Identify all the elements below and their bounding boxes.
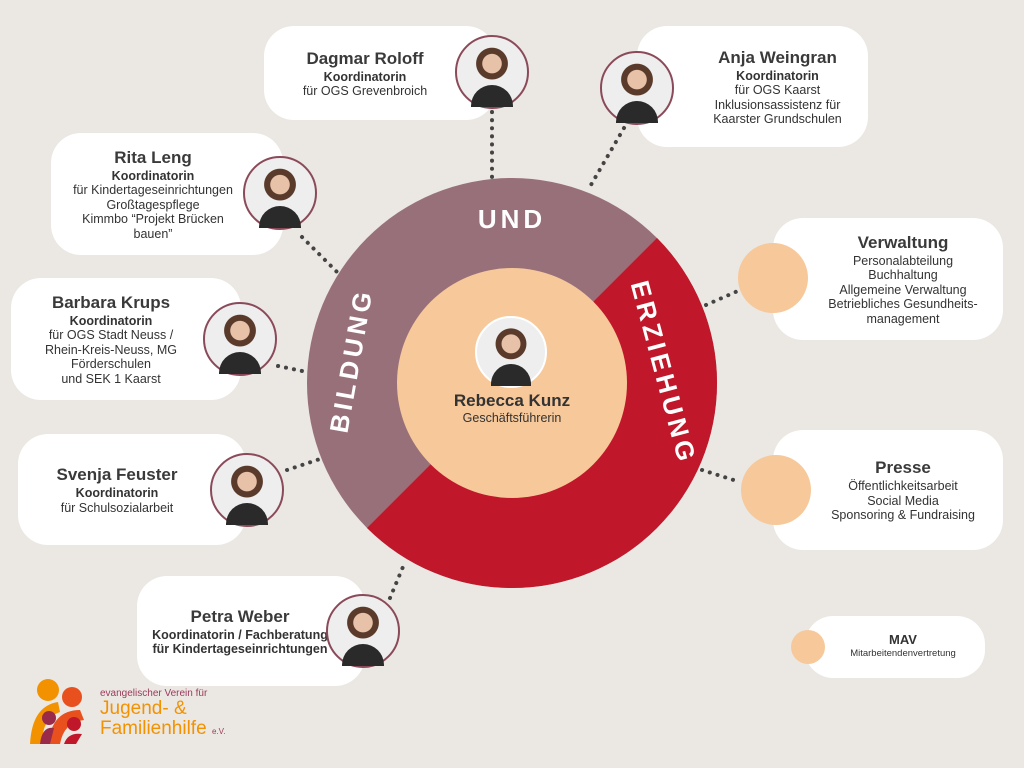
person-desc: Kimmbo “Projekt Brücken	[82, 212, 224, 227]
person-name: Barbara Krups	[51, 292, 171, 312]
person-desc: für OGS Stadt Neuss /	[48, 328, 174, 343]
person-desc: für OGS Grevenbroich	[302, 84, 428, 98]
person-role: Koordinatorin / Fachberatung für Kindert…	[152, 627, 328, 657]
person-name: Dagmar Roloff	[306, 48, 424, 68]
logo-text-line3: Familienhilfe	[100, 718, 207, 739]
person-desc: Großtagespflege	[106, 197, 200, 212]
dept-dot-presse	[741, 455, 811, 525]
dept-desc: Social Media	[867, 493, 939, 508]
family-logo-icon	[30, 679, 84, 744]
person-desc: Förderschulen	[71, 357, 151, 372]
person-role: Koordinatorin	[736, 68, 819, 83]
person-card-anja-weingran: Anja Weingran Koordinatorin für OGS Kaar…	[637, 26, 868, 147]
person-card-svenja-feuster: Svenja Feuster Koordinatorin für Schulso…	[18, 434, 246, 545]
dept-desc: Buchhaltung	[868, 268, 938, 283]
connector-lines	[276, 110, 742, 600]
dept-card-presse: Presse Öffentlichkeitsarbeit Social Medi…	[773, 430, 1003, 550]
avatar-rita-leng	[243, 156, 317, 230]
person-desc: für OGS Kaarst	[734, 83, 821, 97]
person-role: Koordinatorin	[323, 69, 407, 84]
center-name: Rebecca Kunz	[453, 391, 571, 410]
dept-name: MAV	[889, 631, 917, 647]
avatar-anja-weingran	[600, 51, 674, 125]
dept-desc: Betriebliches Gesundheits-	[828, 297, 978, 312]
dept-desc: Allgemeine Verwaltung	[839, 282, 967, 297]
person-desc: Inklusionsassistenz für	[714, 97, 841, 112]
avatar-svenja-feuster	[210, 453, 284, 527]
person-desc: Rhein-Kreis-Neuss, MG	[45, 342, 177, 357]
person-name: Anja Weingran	[718, 47, 837, 67]
dept-desc: Personalabteilung	[852, 253, 954, 268]
person-desc: Kaarster Grundschulen	[713, 112, 842, 126]
dept-card-verwaltung: Verwaltung Personalabteilung Buchhaltung…	[773, 218, 1003, 340]
dept-name: Verwaltung	[857, 232, 949, 252]
person-role: Koordinatorin	[111, 168, 195, 183]
logo-text-line2: Jugend- &	[100, 698, 187, 719]
logo-text-line1: evangelischer Verein für	[100, 688, 208, 699]
person-card-barbara-krups: Barbara Krups Koordinatorin für OGS Stad…	[11, 278, 241, 400]
person-desc: für Kindertageseinrichtungen	[73, 183, 233, 198]
person-role: Koordinatorin	[69, 313, 153, 328]
dept-card-mav: MAV Mitarbeitendenvertretung	[805, 616, 985, 678]
dept-desc: Öffentlichkeitsarbeit	[848, 479, 958, 494]
person-desc: und SEK 1 Kaarst	[61, 371, 161, 386]
dept-dot-verwaltung	[738, 243, 808, 313]
avatar-dagmar-roloff	[455, 35, 529, 109]
person-name: Svenja Feuster	[56, 465, 178, 484]
avatar-barbara-krups	[203, 302, 277, 376]
center-role: Geschäftsführerin	[462, 411, 562, 425]
dept-desc: Sponsoring & Fundraising	[831, 508, 975, 523]
person-role: Koordinatorin	[75, 486, 159, 500]
dept-desc: management	[866, 311, 940, 326]
logo-suffix: e.V.	[211, 727, 226, 736]
person-name: Rita Leng	[114, 147, 192, 167]
person-name: Petra Weber	[190, 606, 290, 626]
avatar-petra-weber	[326, 594, 400, 668]
person-desc: für Schulsozialarbeit	[60, 500, 174, 515]
avatar-rebecca-kunz	[475, 316, 547, 388]
dept-desc: Mitarbeitendenvertretung	[850, 648, 956, 659]
ring-label-und: UND	[478, 204, 546, 234]
dept-name: Presse	[875, 458, 931, 478]
dept-dot-mav	[791, 630, 825, 664]
center-person: Rebecca Kunz Geschäftsführerin	[427, 315, 597, 425]
person-desc: bauen”	[133, 226, 173, 241]
